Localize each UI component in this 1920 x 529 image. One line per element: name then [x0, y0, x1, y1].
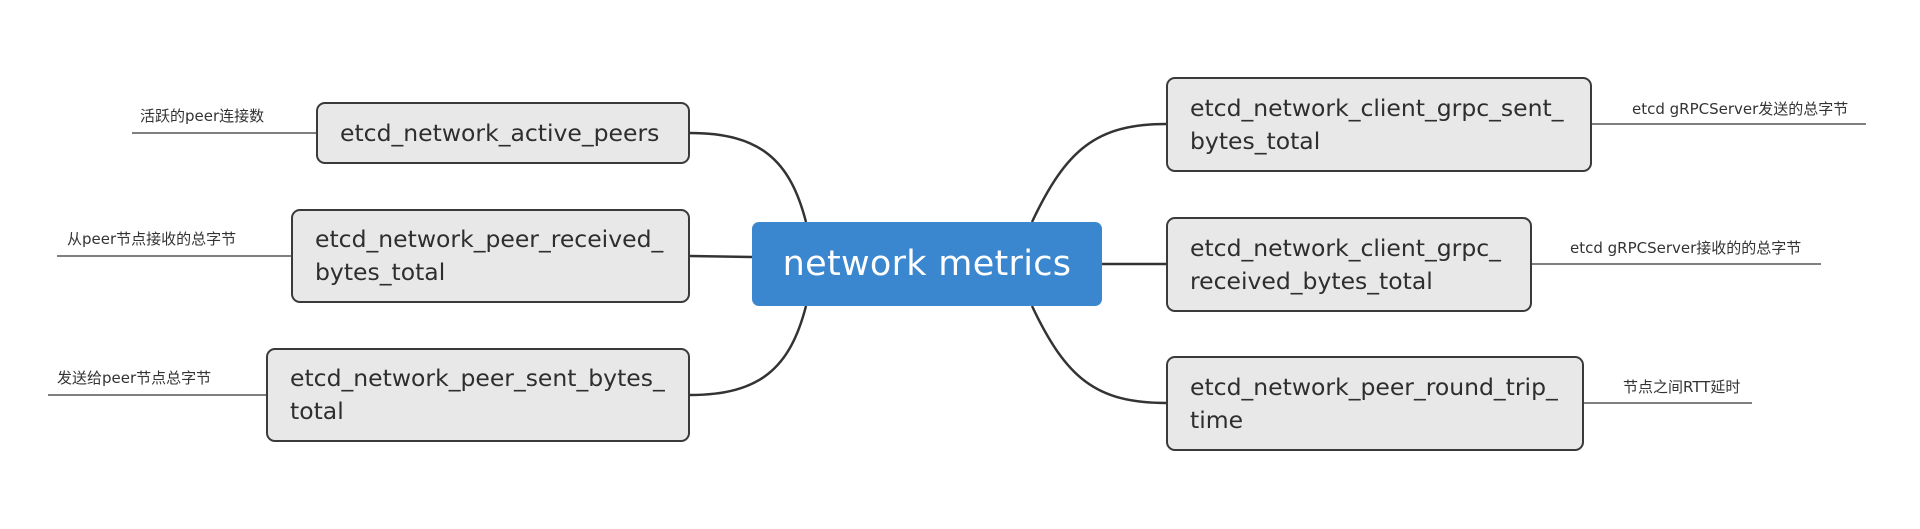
- topic-label: etcd_network_peer_received_ bytes_total: [315, 225, 664, 286]
- note-client-grpc-received-bytes[interactable]: etcd gRPCServer接收的的总字节: [1570, 239, 1802, 257]
- topic-peer-sent-bytes[interactable]: etcd_network_peer_sent_bytes_ total: [266, 348, 690, 442]
- note-client-grpc-sent-bytes[interactable]: etcd gRPCServer发送的总字节: [1632, 100, 1849, 118]
- note-peer-round-trip-time[interactable]: 节点之间RTT延时: [1623, 378, 1741, 396]
- connector-round-trip: [1030, 305, 1167, 405]
- connector-peer-received: [689, 254, 753, 259]
- topic-label: etcd_network_peer_round_trip_ time: [1190, 372, 1558, 434]
- note-peer-sent-bytes[interactable]: 发送给peer节点总字节: [57, 369, 212, 387]
- topic-label: etcd_network_client_grpc_sent_ bytes_tot…: [1190, 93, 1564, 155]
- note-peer-received-bytes[interactable]: 从peer节点接收的总字节: [67, 230, 237, 248]
- connector-client-grpc-sent: [1030, 122, 1167, 223]
- topic-label: etcd_network_active_peers: [340, 118, 660, 147]
- connector-active-peers: [689, 131, 808, 223]
- topic-peer-received-bytes[interactable]: etcd_network_peer_received_ bytes_total: [291, 209, 690, 303]
- connector-peer-sent: [689, 305, 808, 397]
- central-topic[interactable]: network metrics: [752, 222, 1102, 306]
- note-active-peers[interactable]: 活跃的peer连接数: [140, 107, 265, 125]
- topic-client-grpc-sent-bytes[interactable]: etcd_network_client_grpc_sent_ bytes_tot…: [1166, 77, 1592, 172]
- topic-active-peers[interactable]: etcd_network_active_peers: [316, 102, 690, 164]
- central-topic-label: network metrics: [782, 244, 1072, 284]
- topic-client-grpc-received-bytes[interactable]: etcd_network_client_grpc_ received_bytes…: [1166, 217, 1532, 312]
- topic-peer-round-trip-time[interactable]: etcd_network_peer_round_trip_ time: [1166, 356, 1584, 451]
- topic-label: etcd_network_peer_sent_bytes_ total: [290, 364, 665, 425]
- topic-label: etcd_network_client_grpc_ received_bytes…: [1190, 233, 1501, 295]
